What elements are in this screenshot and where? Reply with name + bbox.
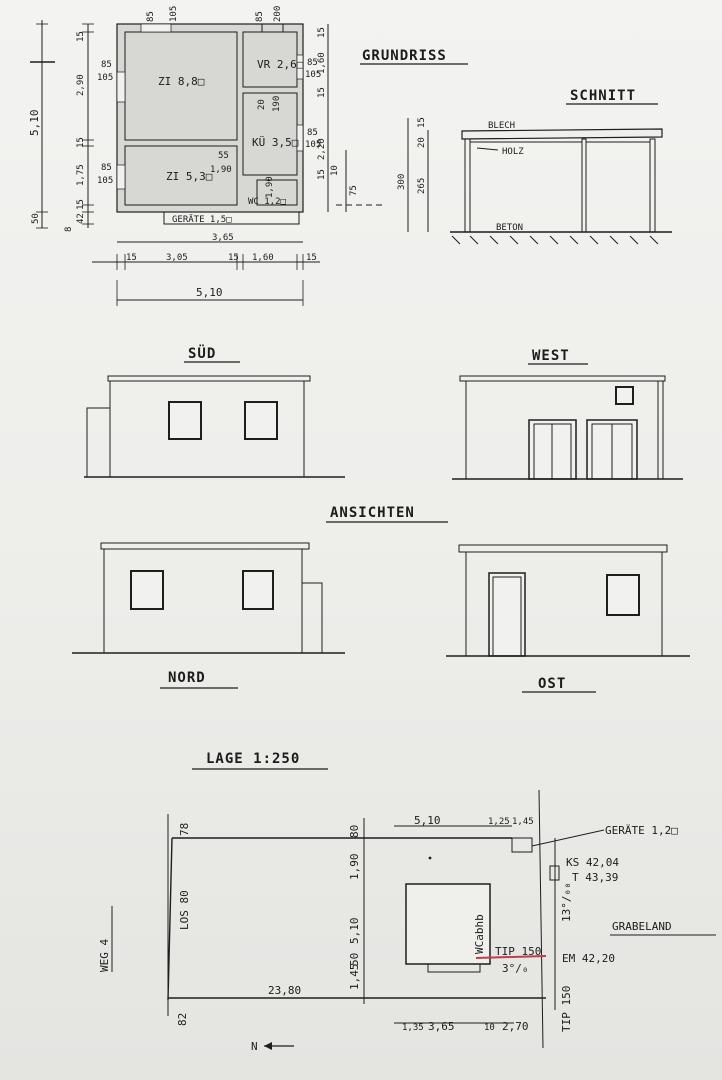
elevation-title-nord: NORD xyxy=(168,670,206,686)
room-label-geraete: GERÄTE 1,5□ xyxy=(172,214,232,225)
site-tip150a: TIP 150 xyxy=(495,945,541,958)
dim-v-175: 1,75 xyxy=(76,164,86,186)
dim-top-85b: 85 xyxy=(255,11,265,22)
dim-total-510: 5,10 xyxy=(28,110,41,137)
site-plan: LAGE 1:250 78 LOS 80 82 WEG 4 80 1,90 5,… xyxy=(98,751,716,1053)
site-dim-190: 1,90 xyxy=(348,854,361,881)
site-dim-50: 50 xyxy=(348,953,361,966)
dim-int-190b: 190 xyxy=(272,96,282,112)
site-t: T 43,39 xyxy=(572,871,618,884)
room-label-vr: VR 2,6□ xyxy=(257,58,304,71)
dim-rv-220: 2,20 xyxy=(317,138,327,160)
dim-rv-15b: 15 xyxy=(317,87,327,98)
section-label-holz: HOLZ xyxy=(502,147,524,157)
site-dim-82: 82 xyxy=(176,1013,189,1026)
section-label-beton: BETON xyxy=(496,223,523,233)
geraete-annex xyxy=(163,211,300,225)
dim-v-15b: 15 xyxy=(76,137,86,148)
dim-left-105a: 105 xyxy=(97,73,113,83)
dim-v-290: 2,90 xyxy=(76,74,86,96)
site-width-2380: 23,80 xyxy=(268,984,301,997)
site-top-145: 1,45 xyxy=(512,817,534,827)
elevations: SÜD WEST ANSICHTEN NORD xyxy=(72,344,690,693)
section-dim-300: 300 xyxy=(397,174,407,190)
section-label-blech: BLECH xyxy=(488,121,515,131)
dim-b-15a: 15 xyxy=(126,253,137,263)
site-tip150b: TIP 150 xyxy=(560,986,573,1032)
site-dim-145: 1,45 xyxy=(348,964,361,991)
dim-b-160: 1,60 xyxy=(252,253,274,263)
dim-left-105b: 105 xyxy=(97,176,113,186)
dim-top-85a: 85 xyxy=(146,11,156,22)
elevations-title: ANSICHTEN xyxy=(330,505,415,521)
north-arrow-icon xyxy=(264,1042,272,1050)
site-los: LOS 80 xyxy=(178,890,191,930)
dim-v-15c: 15 xyxy=(76,199,86,210)
site-bottom-365: 3,65 xyxy=(428,1020,455,1033)
site-bottom-10: 10 xyxy=(484,1023,495,1033)
site-dim-510: 5,10 xyxy=(348,918,361,945)
dim-rv-75: 75 xyxy=(349,185,359,196)
dim-left-85b: 85 xyxy=(101,163,112,173)
dim-b-305: 3,05 xyxy=(166,253,188,263)
dim-w-510: 5,10 xyxy=(196,286,223,299)
site-top-510: 5,10 xyxy=(414,814,441,827)
dim-rv-15c: 15 xyxy=(317,169,327,180)
site-slope-3: 3°/₀ xyxy=(502,962,529,975)
section-title: SCHNITT xyxy=(570,88,636,104)
section-dim-15: 15 xyxy=(417,117,427,128)
outer-wall xyxy=(116,23,304,213)
dim-right-105b: 105 xyxy=(305,140,321,150)
site-plan-title: LAGE 1:250 xyxy=(206,751,300,767)
section-dim-265: 265 xyxy=(417,178,427,194)
dim-v-15a: 15 xyxy=(76,31,86,42)
site-grabeland: GRABELAND xyxy=(612,920,672,933)
dim-rv-10: 10 xyxy=(330,165,340,176)
room-label-zi2: ZI 5,3□ xyxy=(166,170,213,183)
site-ks: KS 42,04 xyxy=(566,856,619,869)
dim-right-105a: 105 xyxy=(305,70,321,80)
dim-b-15b: 15 xyxy=(228,253,239,263)
dim-top-200: 200 xyxy=(273,6,283,22)
site-dim-80: 80 xyxy=(348,825,361,838)
site-wc-abhb: WCabhb xyxy=(473,914,486,954)
room-label-wc: WC 1,2□ xyxy=(248,197,287,207)
dim-v-8: 8 xyxy=(64,227,74,232)
site-slope-13: 13°/₀₀ xyxy=(560,882,573,922)
elevation-title-west: WEST xyxy=(532,348,570,364)
site-geraete: GERÄTE 1,2□ xyxy=(605,824,678,837)
floor-plan-title: GRUNDRISS xyxy=(362,48,447,64)
section-dim-20: 20 xyxy=(417,137,427,148)
site-bottom-270: 2,70 xyxy=(502,1020,529,1033)
dim-int-55: 55 xyxy=(218,151,229,161)
dim-left-85a: 85 xyxy=(101,60,112,70)
dim-top-105: 105 xyxy=(169,6,179,22)
dim-v-50: 50 xyxy=(31,213,41,224)
site-bottom-135: 1,35 xyxy=(402,1023,424,1033)
north-label: N xyxy=(251,1040,258,1053)
dim-w-365: 3,65 xyxy=(212,233,234,243)
dim-int-190c: 1,90 xyxy=(265,176,275,198)
site-em: EM 42,20 xyxy=(562,952,615,965)
room-wc xyxy=(256,179,298,206)
section-view: SCHNITT BLECH HOLZ BETON 300 265 20 15 xyxy=(397,88,672,245)
dim-b-15c: 15 xyxy=(306,253,317,263)
elevation-title-ost: OST xyxy=(538,676,566,692)
room-label-kue: KÜ 3,5□ xyxy=(252,136,299,149)
dim-right-85b: 85 xyxy=(307,128,318,138)
floor-plan: GRUNDRISS ZI 8,8□ ZI 5,3□ VR 2,6□ KÜ 3,5… xyxy=(28,6,468,306)
site-dim-78: 78 xyxy=(178,823,191,836)
dim-int-20: 20 xyxy=(257,99,267,110)
dim-int-190a: 1,90 xyxy=(210,165,232,175)
dim-v-42: 42 xyxy=(76,213,86,224)
elevation-title-sued: SÜD xyxy=(188,344,216,362)
site-top-125: 1,25 xyxy=(488,817,510,827)
dim-rv-15a: 15 xyxy=(317,27,327,38)
dim-rv-160: 1,60 xyxy=(317,52,327,74)
room-label-zi1: ZI 8,8□ xyxy=(158,75,205,88)
dim-right-85a: 85 xyxy=(307,58,318,68)
site-weg: WEG 4 xyxy=(98,939,111,972)
